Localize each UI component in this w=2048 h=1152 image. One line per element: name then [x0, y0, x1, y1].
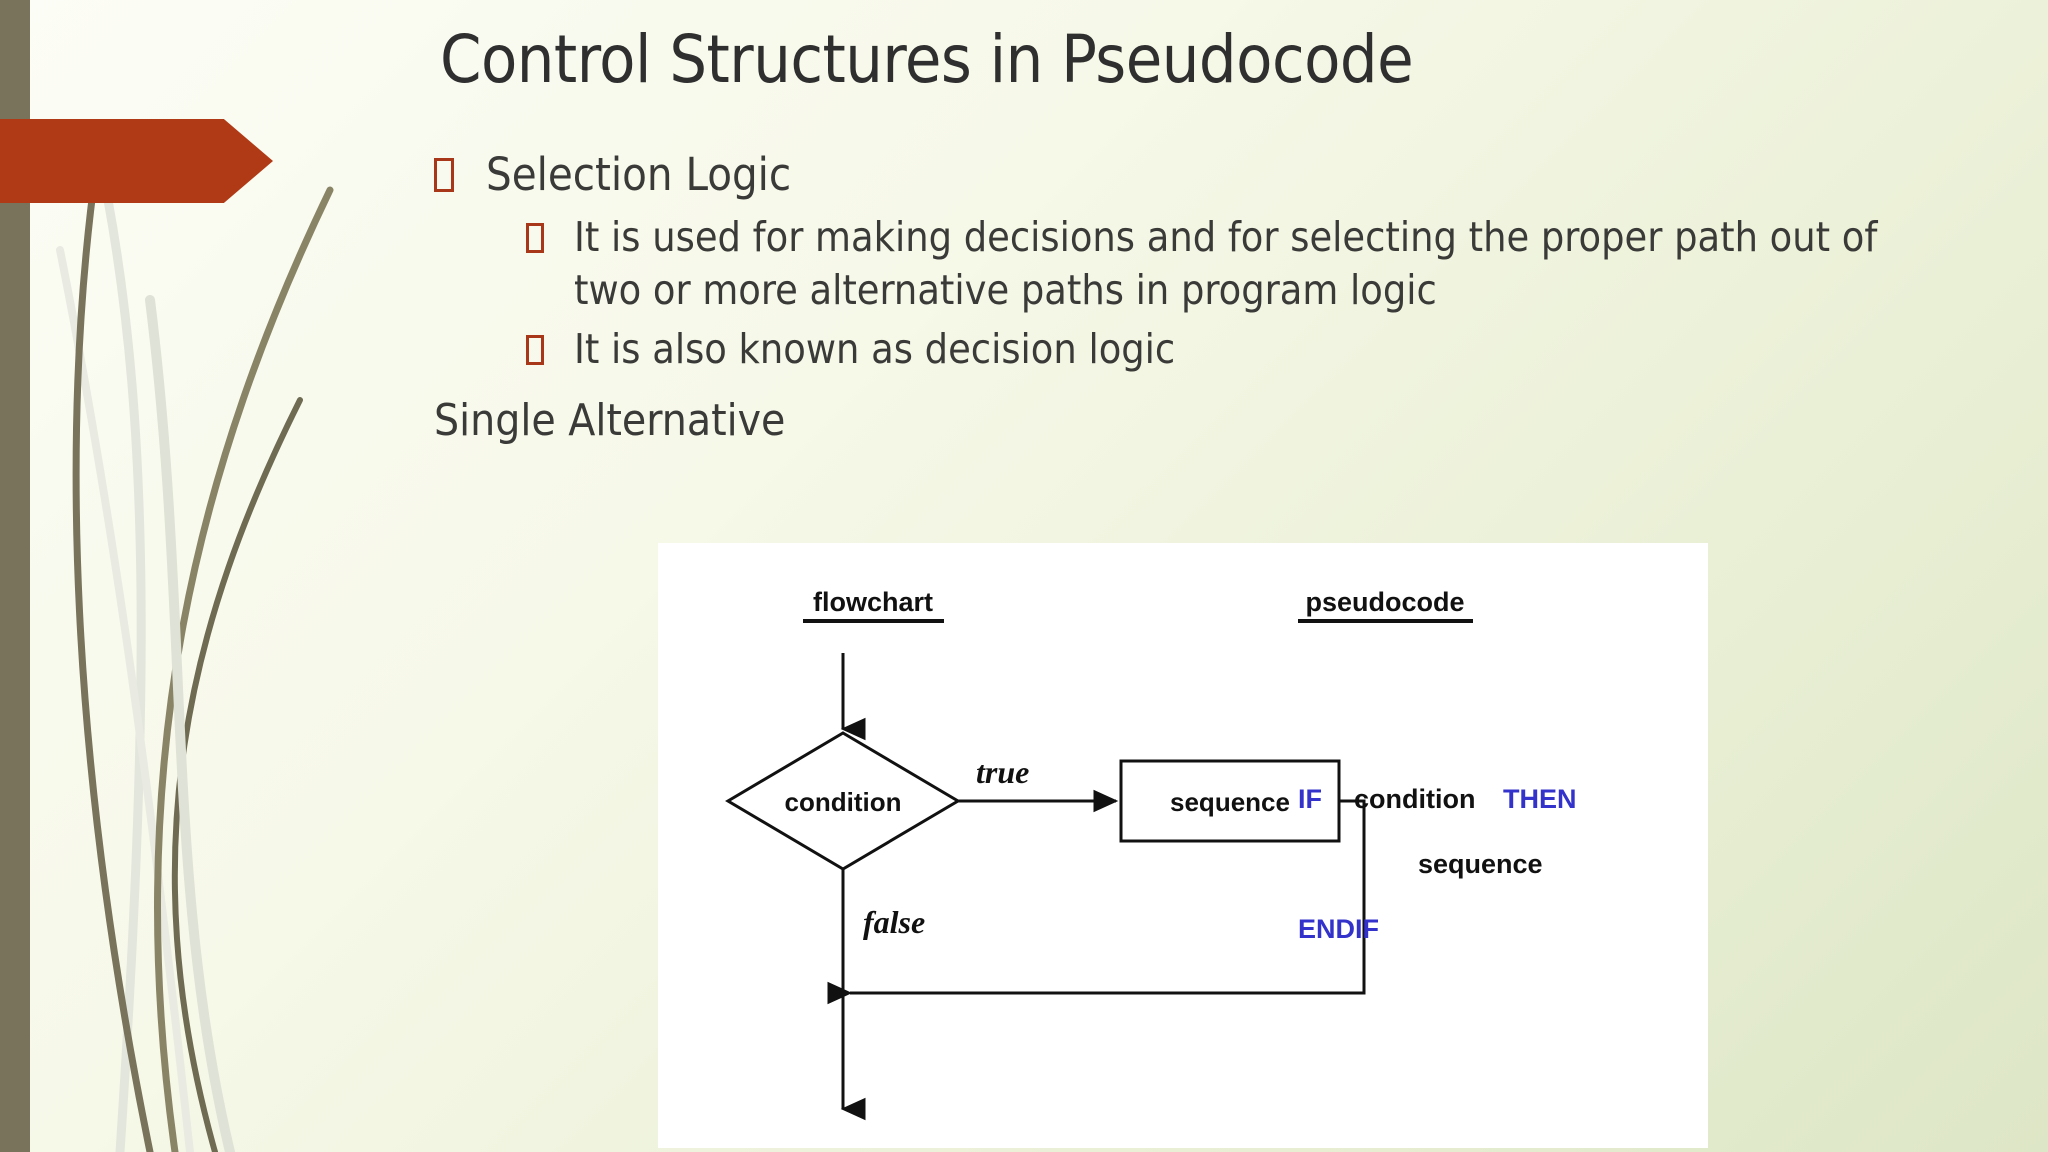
pseudocode-heading: pseudocode [1298, 587, 1473, 623]
decision-label: condition [785, 787, 902, 817]
bullet-item-decision-logic: It is also known as decision logic [526, 323, 1954, 376]
pseudocode-then-keyword: THEN [1503, 784, 1577, 814]
process-box [1119, 759, 1341, 843]
flowchart-pseudocode-image: flowchart pseudocode condition true sequ… [658, 543, 1708, 1148]
true-branch-label: true [976, 754, 1029, 790]
bullet-item-decision-description: It is used for making decisions and for … [526, 211, 1954, 318]
process-label: sequence [1170, 787, 1290, 817]
pseudocode-sequence-word: sequence [1418, 849, 1543, 879]
bullet-glyph-icon [526, 211, 544, 256]
subsection-label-single-alternative: Single Alternative [434, 394, 786, 446]
red-arrow-banner [0, 119, 273, 203]
bullet-item-selection-logic: Selection Logic [434, 148, 1954, 203]
pseudocode-if-keyword: IF [1298, 784, 1322, 814]
pseudocode-heading-text: pseudocode [1305, 587, 1464, 617]
flowchart-heading: flowchart [803, 587, 944, 623]
bullet-text: Selection Logic [486, 148, 792, 201]
bullet-glyph-icon [526, 323, 544, 368]
pseudocode-line-if: IF condition THEN [1298, 784, 1577, 814]
bullet-text: It is also known as decision logic [574, 325, 1176, 374]
pseudocode-condition-word: condition [1354, 784, 1475, 814]
merge-path [827, 799, 1366, 1005]
bullet-text: It is used for making decisions and for … [574, 212, 1878, 315]
pseudocode-endif-keyword: ENDIF [1298, 914, 1379, 944]
page-title: Control Structures in Pseudocode [440, 21, 1414, 98]
flowchart-heading-text: flowchart [813, 587, 933, 617]
bullet-glyph-icon [434, 148, 454, 195]
false-branch-label: false [863, 904, 925, 940]
body-content: Selection Logic It is used for making de… [434, 148, 1954, 448]
